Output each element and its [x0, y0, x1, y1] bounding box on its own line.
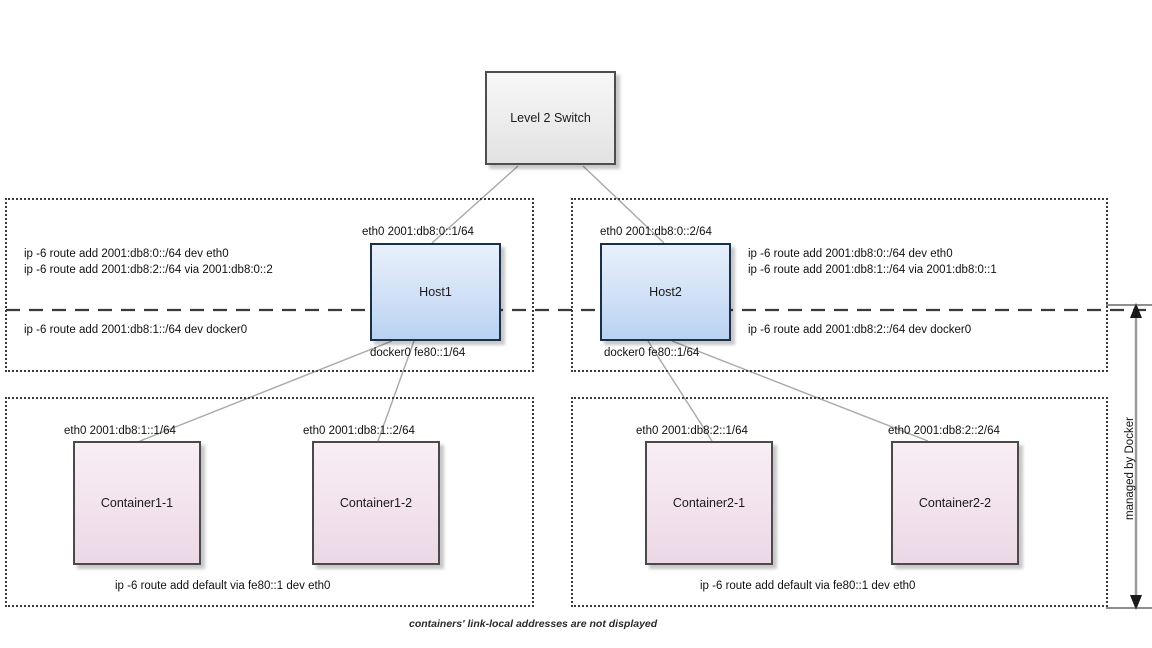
host1-route-remote-net: ip -6 route add 2001:db8:2::/64 via 2001… [24, 264, 273, 276]
host1-eth0-label: eth0 2001:db8:0::1/64 [362, 226, 474, 238]
host1-route-eth0-net: ip -6 route add 2001:db8:0::/64 dev eth0 [24, 248, 229, 260]
container-group-2-panel [571, 397, 1108, 607]
container-group-1-default-route: ip -6 route add default via fe80::1 dev … [115, 580, 331, 592]
node-host2[interactable]: Host2 [600, 243, 731, 341]
container-group-2-default-route: ip -6 route add default via fe80::1 dev … [700, 580, 916, 592]
container1-2-label: Container1-2 [339, 496, 413, 510]
node-container1-2[interactable]: Container1-2 [312, 441, 440, 565]
host2-route-eth0-net: ip -6 route add 2001:db8:0::/64 dev eth0 [748, 248, 953, 260]
host2-route-docker0-net: ip -6 route add 2001:db8:2::/64 dev dock… [748, 324, 972, 336]
node-container2-1[interactable]: Container2-1 [645, 441, 773, 565]
container2-2-eth0-label: eth0 2001:db8:2::2/64 [888, 425, 1000, 437]
diagram-caption: containers' link-local addresses are not… [409, 618, 658, 630]
node-container1-1[interactable]: Container1-1 [73, 441, 201, 565]
node-level2-switch[interactable]: Level 2 Switch [485, 71, 616, 165]
node-container2-2[interactable]: Container2-2 [891, 441, 1019, 565]
host2-panel [571, 198, 1108, 372]
container2-1-eth0-label: eth0 2001:db8:2::1/64 [636, 425, 748, 437]
node-host1[interactable]: Host1 [370, 243, 501, 341]
container-group-1-panel [5, 397, 534, 607]
container1-1-eth0-label: eth0 2001:db8:1::1/64 [64, 425, 176, 437]
host2-label: Host2 [649, 285, 682, 299]
host2-eth0-label: eth0 2001:db8:0::2/64 [600, 226, 712, 238]
host1-panel [5, 198, 534, 372]
managed-by-docker-label: managed by Docker [1124, 417, 1136, 520]
container1-1-label: Container1-1 [100, 496, 174, 510]
host1-label: Host1 [419, 285, 452, 299]
switch-label: Level 2 Switch [510, 111, 591, 125]
host1-docker0-label: docker0 fe80::1/64 [370, 347, 466, 359]
container1-2-eth0-label: eth0 2001:db8:1::2/64 [303, 425, 415, 437]
host2-route-remote-net: ip -6 route add 2001:db8:1::/64 via 2001… [748, 264, 997, 276]
host1-route-docker0-net: ip -6 route add 2001:db8:1::/64 dev dock… [24, 324, 248, 336]
container2-1-label: Container2-1 [672, 496, 746, 510]
container2-2-label: Container2-2 [918, 496, 992, 510]
host2-docker0-label: docker0 fe80::1/64 [604, 347, 700, 359]
